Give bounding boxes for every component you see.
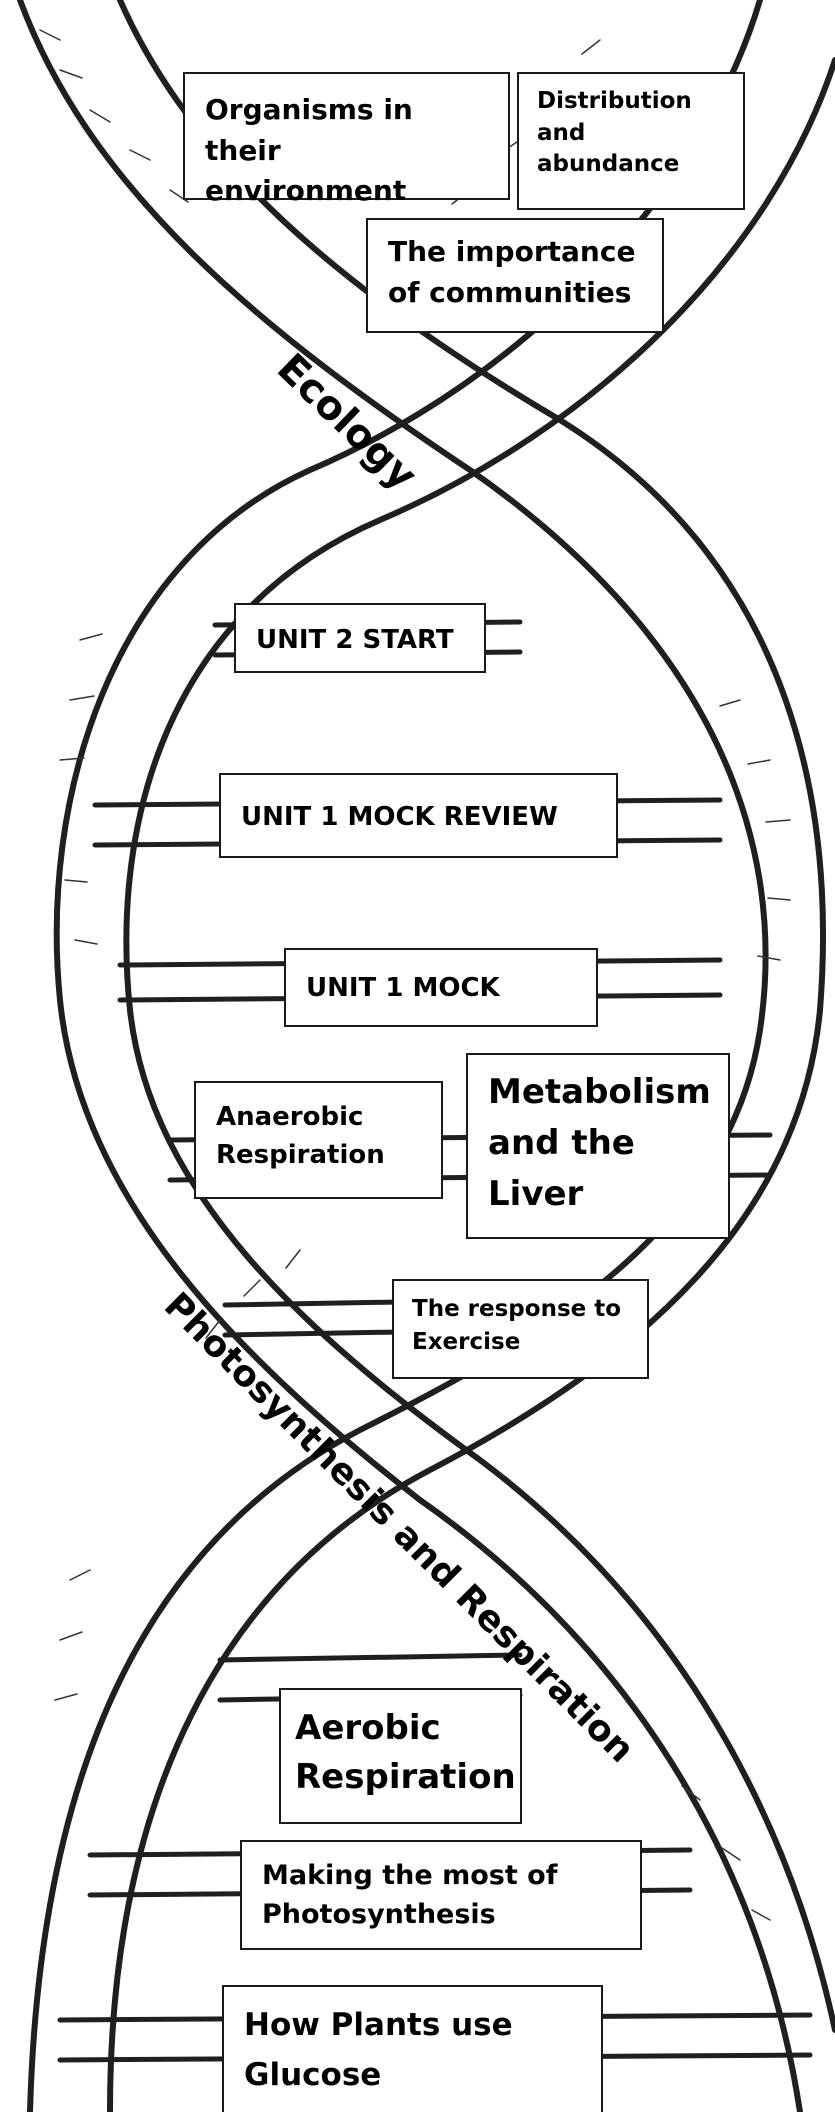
topic-response-to-exercise: The response to Exercise	[392, 1279, 649, 1379]
topic-unit-1-mock-review: UNIT 1 MOCK REVIEW	[219, 773, 618, 858]
topic-anaerobic-respiration: Anaerobic Respiration	[194, 1081, 443, 1199]
topic-aerobic-respiration: Aerobic Respiration	[279, 1688, 522, 1824]
topic-distribution-and-abundance: Distribution and abundance	[517, 72, 745, 210]
topic-how-plants-use-glucose: How Plants use Glucose	[222, 1985, 603, 2112]
topic-unit-1-mock: UNIT 1 MOCK	[284, 948, 598, 1027]
topic-unit-2-start: UNIT 2 START	[234, 603, 486, 673]
topic-metabolism-and-liver: Metabolism and the Liver	[466, 1053, 730, 1239]
topic-organisms-in-environment: Organisms in their environment	[183, 72, 510, 200]
topic-making-most-of-photosynthesis: Making the most of Photosynthesis	[240, 1840, 642, 1950]
topic-importance-of-communities: The importance of communities	[366, 218, 664, 333]
